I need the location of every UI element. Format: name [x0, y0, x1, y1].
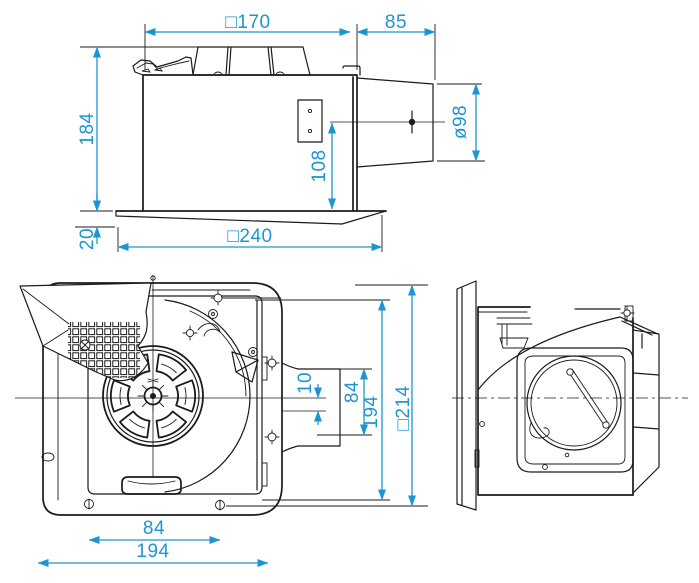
opening-panel [516, 347, 634, 473]
dimensions-bottom: 10 84 194 □214 84 194 [37, 284, 416, 567]
dim-body-width-label: □170 [225, 12, 270, 33]
latch-tab [121, 476, 182, 495]
dim-screw-pitch-label: 84 [143, 518, 165, 539]
extension-lines-top [75, 24, 485, 252]
dim-overall-width-label: 194 [136, 541, 169, 562]
side-section-view [452, 280, 688, 511]
mounting-screws-bottom [41, 275, 282, 511]
fan-body-section [477, 305, 659, 496]
grille-mesh [68, 322, 140, 378]
side-elevation-view: □170 85 184 20 □240 108 ø98 [75, 12, 485, 252]
duct-side [330, 77, 445, 168]
dim-opening-height-label: 194 [361, 395, 382, 428]
dim-duct-offset-label: 10 [295, 372, 316, 394]
grille-corner-flap [19, 282, 152, 382]
duct-center-mark [408, 110, 416, 134]
damper-rod [529, 368, 610, 439]
bottom-view: 10 84 194 □214 84 194 [15, 275, 428, 567]
dim-grille-width-label: □240 [227, 226, 272, 247]
dim-body-height-label: 184 [77, 112, 98, 145]
scroll-housing [164, 299, 259, 493]
duct-bottom [281, 362, 341, 453]
dimensions-side: □170 85 184 20 □240 108 ø98 [77, 12, 480, 251]
fan-body-side [132, 46, 361, 212]
dim-body-size-label: □214 [393, 385, 414, 430]
dim-duct-center-label: 108 [309, 149, 330, 182]
duct-section [632, 317, 660, 496]
ceiling-grille-side [115, 210, 387, 225]
ceiling-flange-edge [456, 280, 485, 511]
dim-duct-diameter-label: ø98 [450, 105, 471, 139]
dim-grille-height-label: 20 [77, 228, 98, 250]
extension-lines-bottom [226, 284, 428, 507]
dim-duct-width-label: 84 [342, 381, 363, 403]
dim-duct-length-label: 85 [385, 12, 407, 33]
